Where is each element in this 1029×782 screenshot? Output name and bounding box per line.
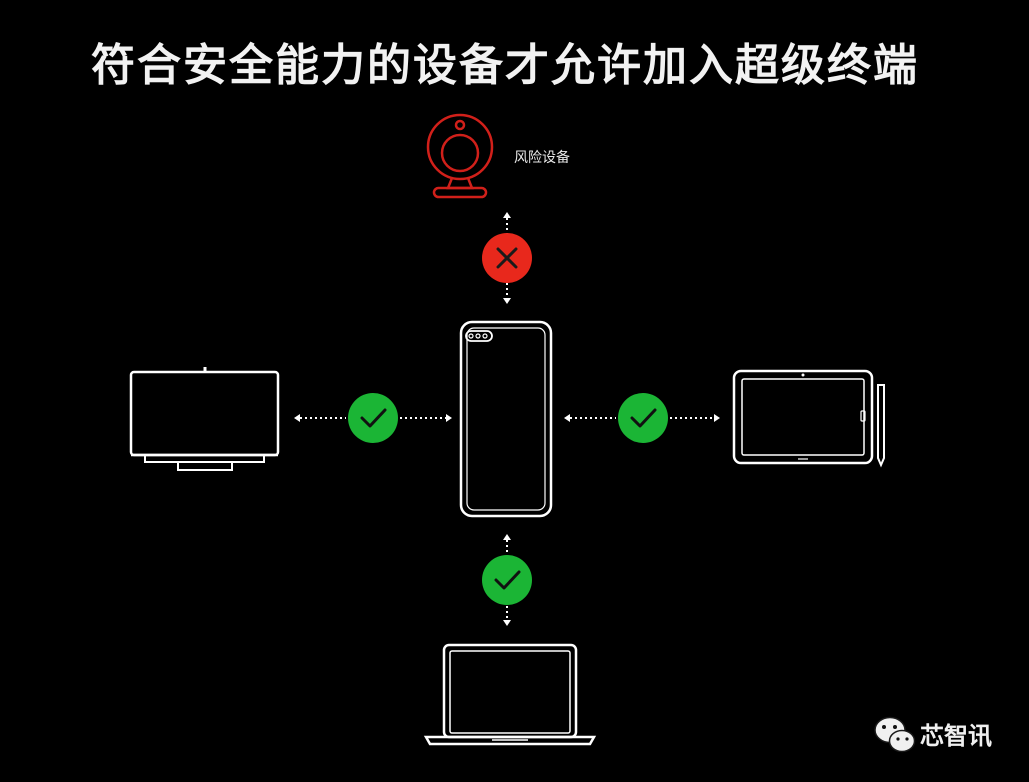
risk-device-label: 风险设备	[514, 149, 570, 166]
connection-laptop	[503, 534, 511, 626]
wechat-icon	[874, 716, 916, 753]
laptop-icon	[423, 643, 597, 746]
allowed-badge-laptop	[482, 555, 532, 605]
smartphone-icon	[459, 320, 553, 518]
connection-tablet	[564, 414, 720, 422]
check-icon	[630, 408, 657, 428]
connection-tv	[294, 414, 452, 422]
watermark-text: 芯智讯	[920, 722, 992, 750]
cross-icon	[496, 247, 518, 269]
allowed-badge-tv	[348, 393, 398, 443]
webcam-icon	[426, 113, 494, 199]
tv-icon	[129, 367, 280, 471]
denied-badge	[482, 233, 532, 283]
check-icon	[494, 570, 521, 590]
page-title: 符合安全能力的设备才允许加入超级终端	[91, 40, 919, 91]
check-icon	[360, 408, 387, 428]
allowed-badge-tablet	[618, 393, 668, 443]
connection-risk	[503, 212, 511, 304]
tablet-with-stylus-icon	[732, 369, 885, 468]
